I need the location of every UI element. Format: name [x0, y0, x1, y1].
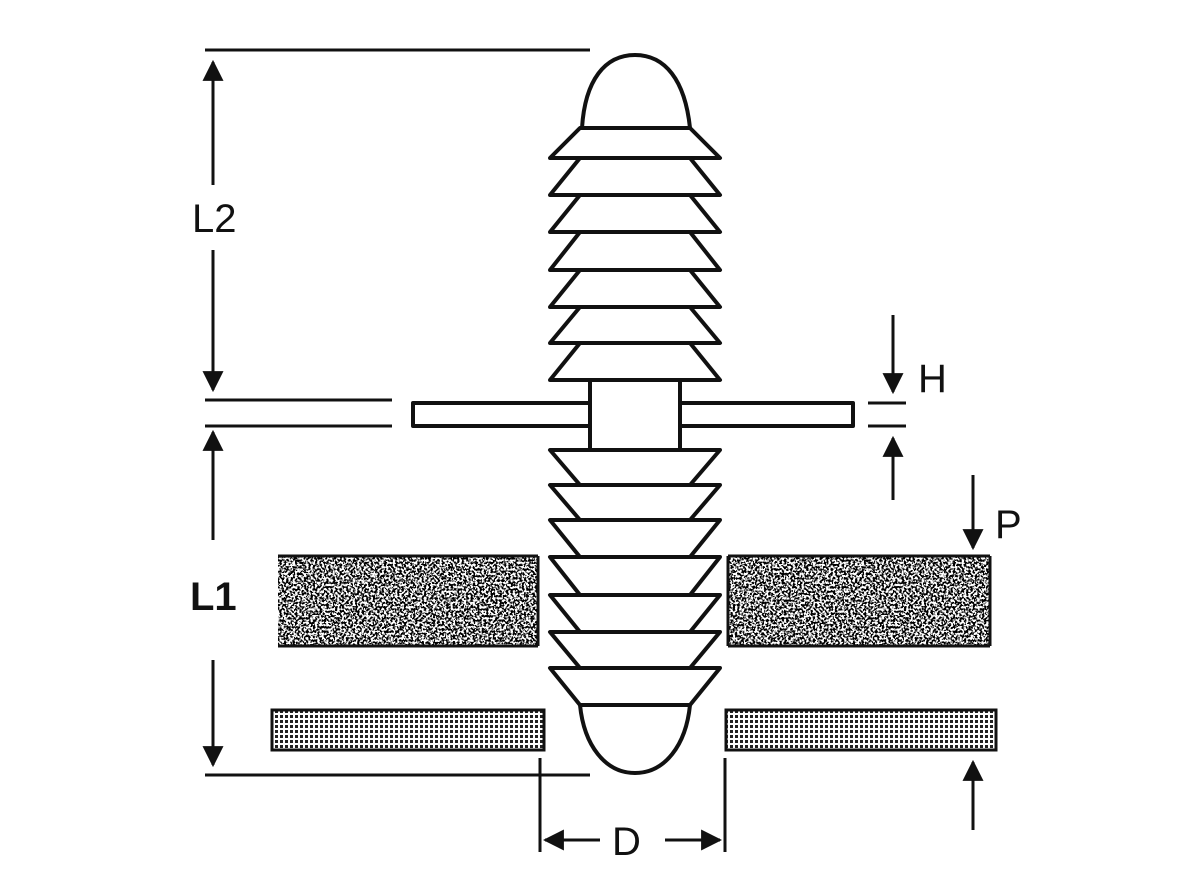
fastener-fin	[548, 518, 722, 559]
lower-panel-right	[724, 708, 998, 752]
fastener-fin	[548, 341, 722, 382]
p-label: P	[995, 503, 1022, 547]
h-label: H	[918, 357, 947, 401]
fastener-shank	[588, 376, 682, 454]
fastener-fin	[548, 230, 722, 272]
l2-label: L2	[192, 197, 237, 241]
fastener-fin	[548, 193, 722, 234]
fastener-top-dome	[580, 53, 692, 130]
fastener-fin	[548, 555, 722, 597]
fastener-bottom-dome	[578, 703, 692, 775]
fastener-fin	[548, 630, 722, 670]
lower-panel-left	[270, 708, 546, 752]
fastener-fin	[548, 593, 722, 634]
fastener-fin	[548, 126, 722, 160]
fastener-fin	[548, 448, 722, 487]
fir-tree-fastener	[548, 53, 722, 775]
fastener-fin	[548, 156, 722, 197]
upper-panel-left	[278, 554, 540, 648]
l1-label: L1	[190, 575, 237, 619]
fastener-fin	[548, 305, 722, 345]
d-label: D	[612, 820, 641, 864]
upper-panel-right	[726, 554, 992, 648]
fastener-fin	[548, 483, 722, 522]
fastener-fin	[548, 268, 722, 309]
fastener-fin	[548, 666, 722, 707]
